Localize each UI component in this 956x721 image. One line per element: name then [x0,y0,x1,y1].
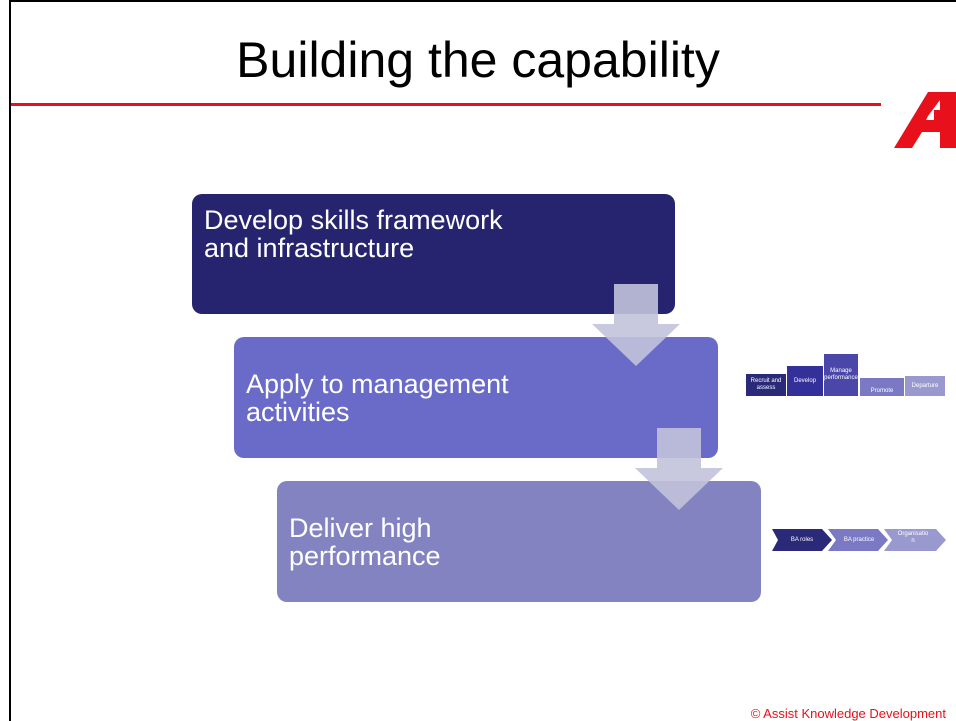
activity-label: Manage performance [824,368,858,381]
activity-label: Recruit and assess [750,378,782,391]
brand-logo-icon [894,92,956,148]
down-arrow-icon [635,428,723,510]
step-label: Apply to management activities [246,368,509,427]
activity-develop: Develop [787,366,823,396]
slide-title: Building the capability [236,32,720,88]
activity-recruit: Recruit and assess [746,374,786,396]
activity-promote: Promote [860,378,904,396]
flow-chevron-organisation [884,529,946,551]
flow-chevron-ba-practice [828,529,888,551]
activity-departure: Departure [905,376,945,396]
activity-manage-performance: Manage performance [824,354,858,396]
activity-label: Promote [870,388,894,394]
step-label: Deliver high performance [289,512,441,571]
slide-frame-left [9,0,11,721]
slide-frame-top [9,0,956,2]
activity-label: Departure [911,382,939,389]
step-develop-framework: Develop skills framework and infrastruct… [192,194,675,314]
flow-label: Organisation [897,531,929,544]
down-arrow-icon [592,284,680,366]
copyright-notice: © Assist Knowledge Development [750,706,946,721]
title-divider [11,103,881,106]
flow-label: BA practice [843,537,875,543]
step-label: Develop skills framework and infrastruct… [204,205,503,263]
flow-label: BA roles [790,537,814,543]
flow-chevron-ba-roles [772,529,832,551]
activity-label: Develop [793,377,816,384]
